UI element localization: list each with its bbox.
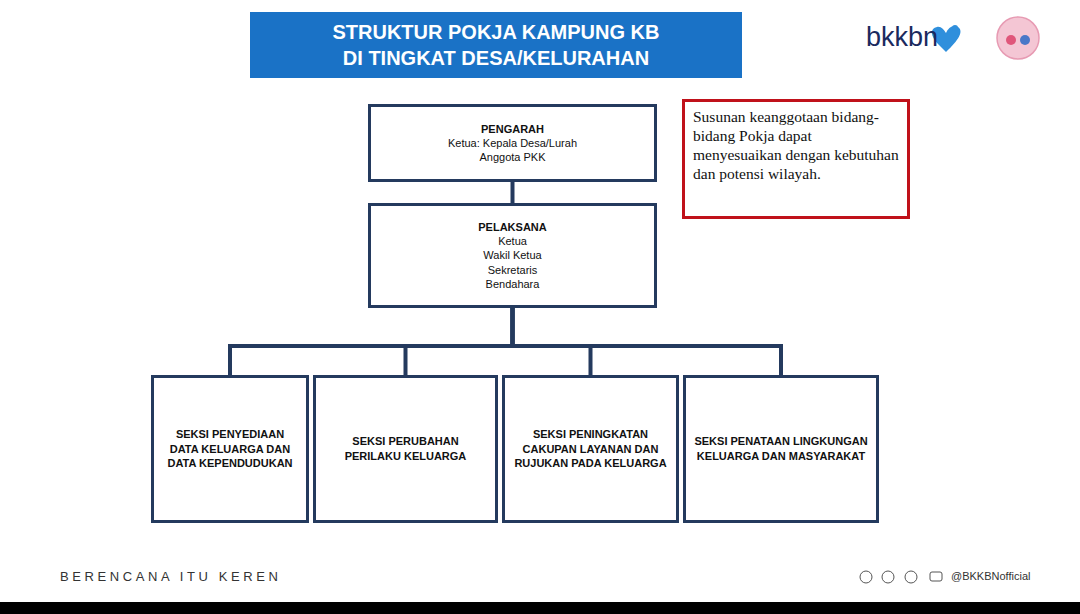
connector-line <box>511 182 515 203</box>
box-text: Bendahara <box>486 277 540 291</box>
instagram-icon <box>882 571 894 583</box>
box-heading: PENGARAH <box>481 122 544 136</box>
section-box: SEKSI PENINGKATAN CAKUPAN LAYANAN DAN RU… <box>502 375 679 523</box>
title: STRUKTUR POKJA KAMPUNG KB DI TINGKAT DES… <box>326 19 666 71</box>
social-handle: @BKKBNofficial <box>951 570 1030 582</box>
box-text: Anggota PKK <box>479 150 545 164</box>
box-heading: PELAKSANA <box>478 220 546 234</box>
box-text: SEKSI PERUBAHAN PERILAKU KELUARGA <box>324 434 487 464</box>
box-text: Sekretaris <box>488 263 538 277</box>
section-box: SEKSI PENYEDIAAN DATA KELUARGA DAN DATA … <box>151 375 309 523</box>
slogan: BERENCANA ITU KEREN <box>60 569 282 584</box>
campaign-logo-figure <box>1020 35 1030 45</box>
title-banner: STRUKTUR POKJA KAMPUNG KB DI TINGKAT DES… <box>250 12 742 78</box>
director-box: PENGARAHKetua: Kepala Desa/LurahAnggota … <box>368 104 657 182</box>
logo-dot <box>952 25 958 31</box>
bottom-bar <box>0 602 1080 614</box>
twitter-icon <box>905 571 917 583</box>
connector-line <box>406 308 513 375</box>
social-icons <box>860 571 942 583</box>
logo-text: bkkbn <box>866 22 938 53</box>
facebook-icon <box>860 571 872 583</box>
box-text: Susunan keanggotaan bidang-bidang Pokja … <box>693 108 899 184</box>
section-box: SEKSI PENATAAN LINGKUNGAN KELUARGA DAN M… <box>683 375 879 523</box>
executive-box: PELAKSANAKetuaWakil KetuaSekretarisBenda… <box>368 203 657 308</box>
box-text: Ketua: Kepala Desa/Lurah <box>448 136 577 150</box>
box-text: Wakil Ketua <box>483 248 541 262</box>
note-box: Susunan keanggotaan bidang-bidang Pokja … <box>682 99 910 219</box>
campaign-logo <box>997 17 1039 59</box>
connector-line <box>230 308 513 375</box>
box-text: SEKSI PENATAAN LINGKUNGAN KELUARGA DAN M… <box>694 434 868 464</box>
box-text: SEKSI PENINGKATAN CAKUPAN LAYANAN DAN RU… <box>513 427 668 472</box>
section-box: SEKSI PERUBAHAN PERILAKU KELUARGA <box>313 375 498 523</box>
connector-line <box>513 308 591 375</box>
connector-line <box>513 308 782 375</box>
campaign-logo-figure <box>1006 35 1016 45</box>
box-text: Ketua <box>498 234 527 248</box>
youtube-icon <box>930 572 942 581</box>
box-text: SEKSI PENYEDIAAN DATA KELUARGA DAN DATA … <box>162 427 298 472</box>
